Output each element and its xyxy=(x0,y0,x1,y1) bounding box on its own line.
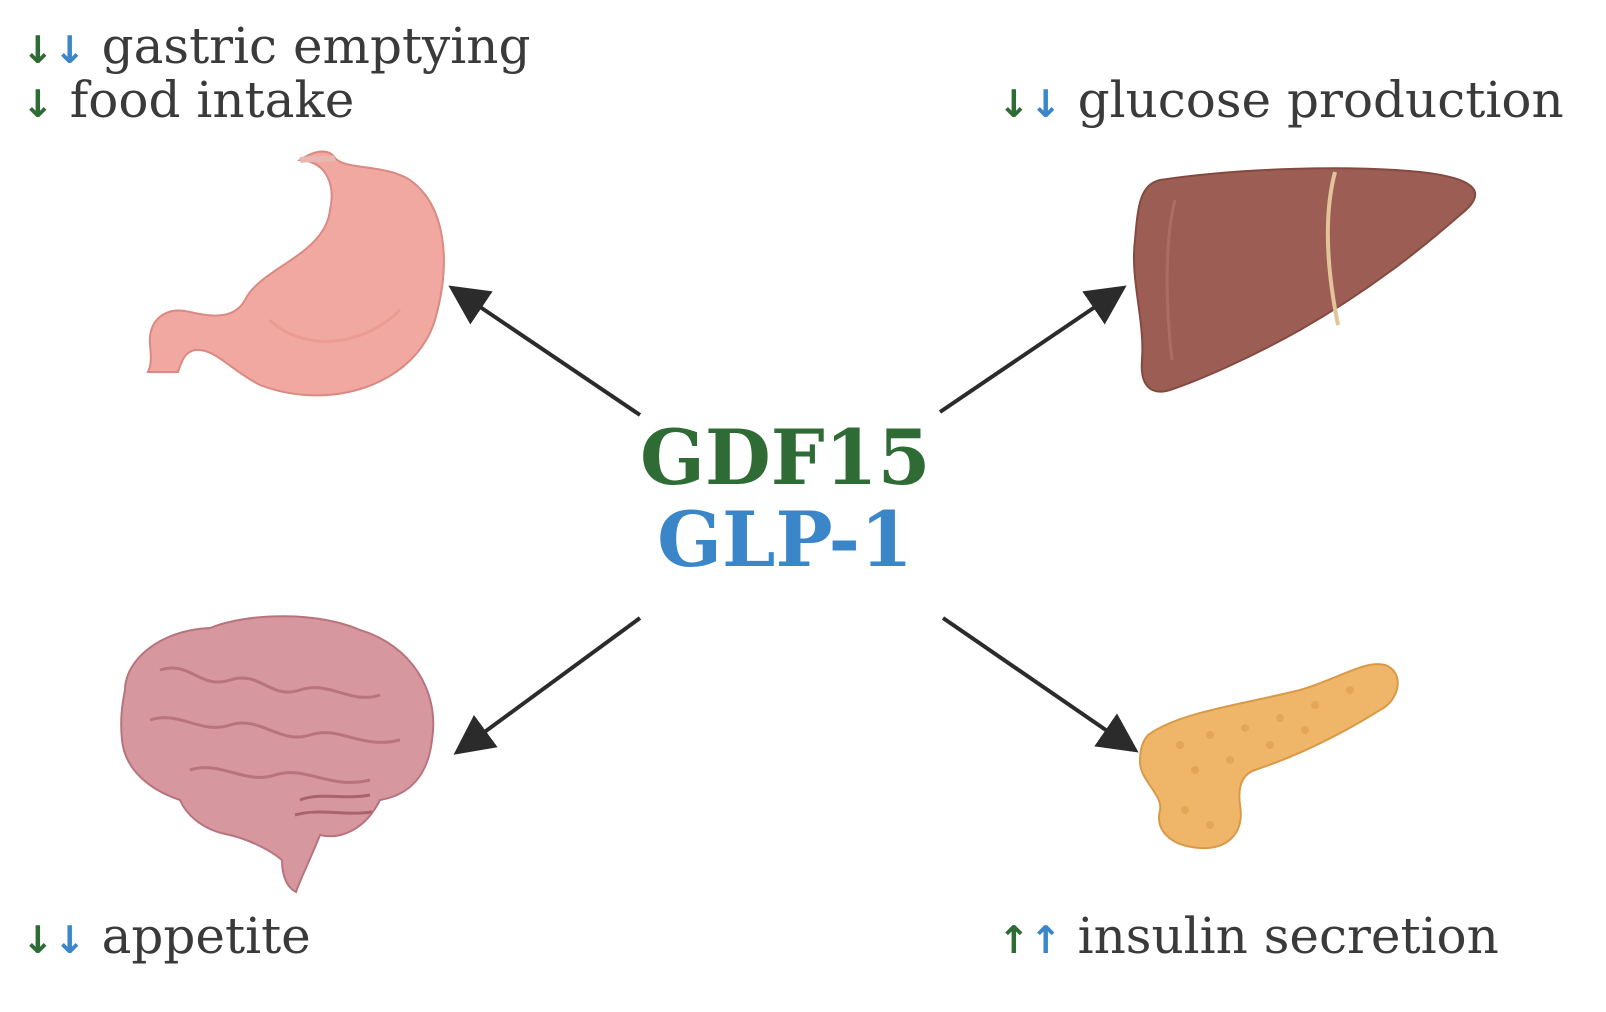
liver-effect-glucose-production: ↓↓ glucose production xyxy=(998,72,1564,132)
pancreas-icon xyxy=(1138,663,1399,850)
up-arrow-green-icon: ↑ xyxy=(998,918,1030,962)
center-label-glp1: GLP-1 xyxy=(657,495,913,584)
arrow-to-liver xyxy=(938,285,1127,414)
effect-text: food intake xyxy=(69,71,355,129)
stomach-effect-food-intake: ↓ food intake xyxy=(22,72,354,132)
effect-text: appetite xyxy=(101,907,311,965)
down-arrow-blue-icon: ↓ xyxy=(53,28,86,72)
arrow-to-stomach xyxy=(448,285,642,417)
brain-icon xyxy=(120,615,435,894)
pancreas-effect-insulin-secretion: ↑↑ insulin secretion xyxy=(998,908,1499,968)
down-arrow-green-icon: ↓ xyxy=(22,28,54,72)
up-arrow-blue-icon: ↑ xyxy=(1029,918,1062,962)
liver-icon xyxy=(1132,167,1477,393)
arrow-to-brain xyxy=(453,616,642,755)
arrow-to-pancreas xyxy=(941,616,1139,753)
down-arrow-blue-icon: ↓ xyxy=(53,918,86,962)
effect-text: insulin secretion xyxy=(1077,907,1499,965)
effect-text: glucose production xyxy=(1077,71,1564,129)
effect-text: gastric emptying xyxy=(101,17,531,75)
brain-effect-appetite: ↓↓ appetite xyxy=(22,908,311,968)
down-arrow-blue-icon: ↓ xyxy=(1029,82,1062,126)
down-arrow-green-icon: ↓ xyxy=(22,918,54,962)
center-label-gdf15: GDF15 xyxy=(640,413,931,502)
down-arrow-green-icon: ↓ xyxy=(998,82,1030,126)
down-arrow-green-icon: ↓ xyxy=(22,82,54,126)
stomach-effect-gastric-emptying: ↓↓ gastric emptying xyxy=(22,18,531,78)
stomach-icon xyxy=(146,150,445,397)
